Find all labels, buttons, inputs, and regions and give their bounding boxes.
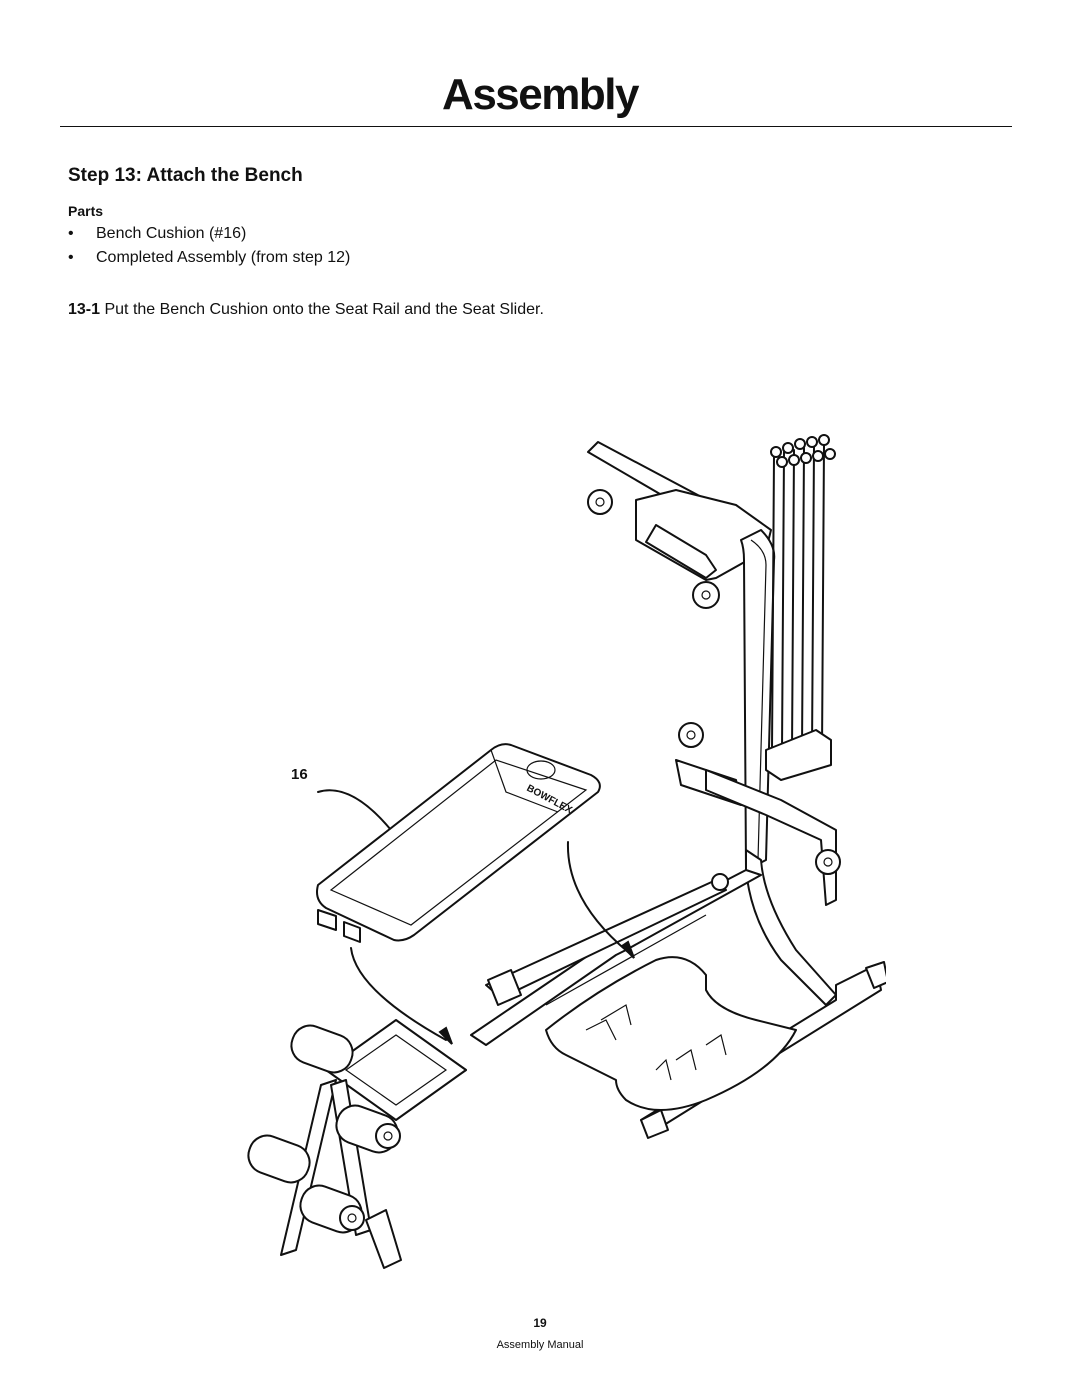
upper-arm [587, 441, 772, 609]
step-title: Step 13: Attach the Bench [68, 165, 303, 186]
footer-manual-name: Assembly Manual [496, 1339, 584, 1351]
parts-list: Bench Cushion (#16) Completed Assembly (… [68, 222, 350, 270]
page-title: Assembly [442, 70, 639, 119]
bench-cushion: BOWFLEX [316, 743, 601, 943]
instruction-text: Put the Bench Cushion onto the Seat Rail… [104, 301, 544, 318]
parts-heading: Parts [68, 203, 104, 219]
part-item: Completed Assembly (from step 12) [68, 246, 350, 270]
callout-label-16: 16 [291, 766, 308, 783]
bench-assembly-diagram: BOWFLEX [247, 434, 886, 1269]
seat-rail [485, 873, 729, 1006]
callout-leader-line [317, 789, 392, 831]
front-leg-assembly [247, 1019, 467, 1269]
rear-crossbar [675, 722, 841, 906]
foot-plate [545, 956, 797, 1111]
part-item: Bench Cushion (#16) [68, 222, 350, 246]
main-mast [740, 529, 776, 871]
title-divider [60, 126, 1012, 127]
resistance-rods [765, 434, 836, 781]
placement-arrows [350, 841, 635, 1045]
instruction-13-1: 13-1 Put the Bench Cushion onto the Seat… [68, 301, 544, 319]
page-number: 19 [533, 1316, 547, 1330]
instruction-number: 13-1 [68, 301, 101, 318]
